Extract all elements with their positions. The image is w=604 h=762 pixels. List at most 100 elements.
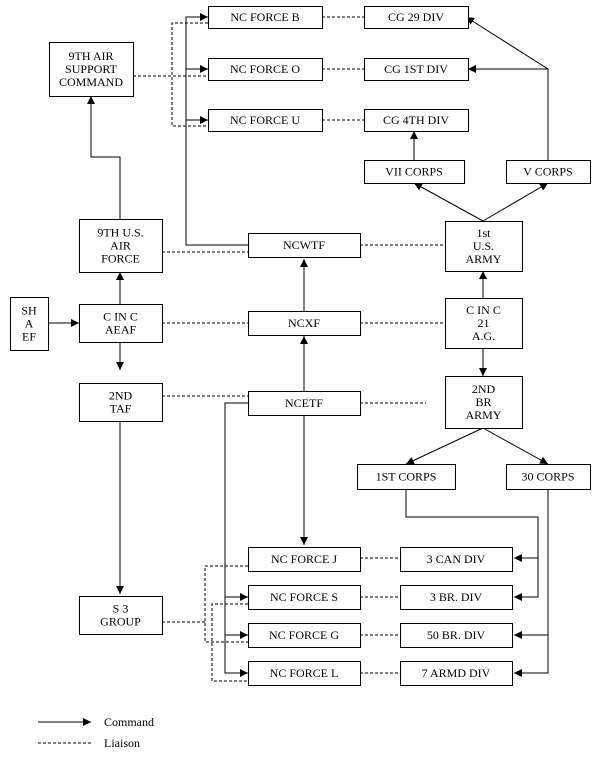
9th-us-air-force-label-line: AIR — [110, 239, 131, 253]
liaison-s3-forces-j-g — [204, 565, 248, 643]
s3-group-label-line: S 3 — [113, 602, 129, 616]
cg-4th-div-label-line: CG 4TH DIV — [383, 113, 449, 127]
node-cg-4th-div: CG 4TH DIV — [364, 109, 469, 132]
shaef-label-line: SH — [21, 304, 37, 318]
node-ncwtf: NCWTF — [248, 233, 361, 258]
1st-us-army-label-line: U.S. — [473, 239, 494, 253]
shaef-label-line: A — [25, 317, 34, 331]
nc-force-o-label-line: NC FORCE O — [230, 62, 300, 76]
3-br-div-box — [400, 585, 513, 610]
30-corps-label-line: 30 CORPS — [521, 470, 574, 484]
command-vcorps-29div — [465, 16, 549, 160]
2nd-br-army-label-line: ARMY — [465, 408, 501, 422]
1st-corps-box — [357, 464, 456, 490]
node-nc-force-l: NC FORCE L — [248, 661, 361, 686]
node-nc-force-o: NC FORCE O — [208, 58, 323, 81]
9th-air-support-command-box — [49, 42, 134, 97]
node-7-armd-div: 7 ARMD DIV — [400, 661, 513, 686]
c-in-c-aeaf-box — [79, 304, 163, 343]
v-corps-label-line: V CORPS — [523, 165, 572, 179]
command-9thaf-9thasc — [87, 96, 121, 219]
c-in-c-21-ag-label-line: C IN C — [466, 303, 501, 317]
connectors — [48, 13, 549, 682]
c-in-c-21-ag-label-line: 21 — [478, 316, 490, 330]
command-1starmy-vcorps — [482, 182, 549, 222]
legend-command-label: Command — [104, 715, 154, 729]
liaison-9thasc-forces-b-u — [171, 22, 208, 127]
node-nc-force-u: NC FORCE U — [208, 109, 323, 132]
command-ncetf-force-l — [224, 402, 248, 677]
nodes: NC FORCE B CG 29 DIV 9TH AIRSUPPORTCOMMAND… — [10, 6, 591, 686]
legend: Command Liaison — [38, 715, 154, 750]
vii-corps-label-line: VII CORPS — [385, 165, 443, 179]
9th-air-support-command-label-line: 9TH AIR — [69, 49, 114, 63]
vii-corps-box — [364, 160, 465, 184]
nc-force-g-box — [248, 623, 361, 648]
nc-force-j-box — [248, 547, 361, 572]
node-30-corps: 30 CORPS — [506, 464, 591, 490]
node-vii-corps: VII CORPS — [364, 160, 465, 184]
node-cg-29-div: CG 29 DIV — [364, 6, 469, 29]
ncetf-box — [248, 391, 361, 416]
2nd-taf-label-line: TAF — [110, 402, 132, 416]
c-in-c-aeaf-label-line: C IN C — [103, 310, 138, 324]
1st-corps-label-line: 1ST CORPS — [376, 470, 437, 484]
ncetf-label-line: NCETF — [285, 396, 323, 410]
nc-force-g-label-line: NC FORCE G — [269, 628, 339, 642]
nc-force-j-label-line: NC FORCE J — [271, 552, 337, 566]
3-can-div-label-line: 3 CAN DIV — [427, 552, 486, 566]
cg-1st-div-label-line: CG 1ST DIV — [384, 62, 448, 76]
ncwtf-label-line: NCWTF — [283, 238, 325, 252]
1st-us-army-label-line: 1st — [476, 226, 491, 240]
command-1starmy-viicorps — [413, 182, 484, 222]
2nd-taf-label-line: 2ND — [109, 389, 133, 403]
node-nc-force-b: NC FORCE B — [208, 6, 323, 29]
7-armd-div-box — [400, 661, 513, 686]
9th-us-air-force-label-line: 9TH U.S. — [97, 226, 143, 240]
node-3-br-div: 3 BR. DIV — [400, 585, 513, 610]
shaef-label-line: EF — [22, 330, 36, 344]
c-in-c-aeaf-label-line: AEAF — [105, 323, 137, 337]
s3-group-box — [79, 596, 163, 635]
liaison-s3-forces-s-l — [211, 603, 248, 682]
cg-29-div-label-line: CG 29 DIV — [388, 10, 444, 24]
v-corps-box — [506, 160, 591, 184]
command-2ndbrarmy-1stcorps — [405, 427, 484, 465]
s3-group-label-line: GROUP — [100, 615, 141, 629]
50-br-div-box — [400, 623, 513, 648]
node-50-br-div: 50 BR. DIV — [400, 623, 513, 648]
node-nc-force-j: NC FORCE J — [248, 547, 361, 572]
30-corps-box — [506, 464, 591, 490]
9th-us-air-force-box — [79, 219, 163, 273]
nc-force-l-box — [248, 661, 361, 686]
ncxf-box — [248, 311, 361, 336]
cg-4th-div-box — [364, 109, 469, 132]
node-3-can-div: 3 CAN DIV — [400, 547, 513, 572]
c-in-c-21-ag-label-line: A.G. — [472, 329, 495, 343]
nc-force-s-box — [248, 585, 361, 610]
9th-air-support-command-label-line: COMMAND — [59, 75, 123, 89]
c-in-c-21-ag-box — [445, 298, 523, 349]
node-nc-force-s: NC FORCE S — [248, 585, 361, 610]
9th-air-support-command-label-line: SUPPORT — [65, 62, 118, 76]
2nd-taf-box — [79, 383, 163, 422]
command-ncwtf-force-b — [185, 13, 248, 246]
legend-liaison-label: Liaison — [104, 736, 140, 750]
2nd-br-army-label-line: 2ND — [472, 382, 496, 396]
nc-force-l-label-line: NC FORCE L — [270, 666, 339, 680]
1st-us-army-box — [445, 221, 523, 272]
node-nc-force-g: NC FORCE G — [248, 623, 361, 648]
command-30corps-7armd — [514, 489, 549, 677]
command-1stcorps-3candiv — [405, 489, 539, 601]
ncxf-label-line: NCXF — [288, 316, 320, 330]
nc-force-u-label-line: NC FORCE U — [230, 113, 300, 127]
command-2ndbrarmy-30corps — [482, 427, 549, 465]
nc-force-b-box — [208, 6, 323, 29]
